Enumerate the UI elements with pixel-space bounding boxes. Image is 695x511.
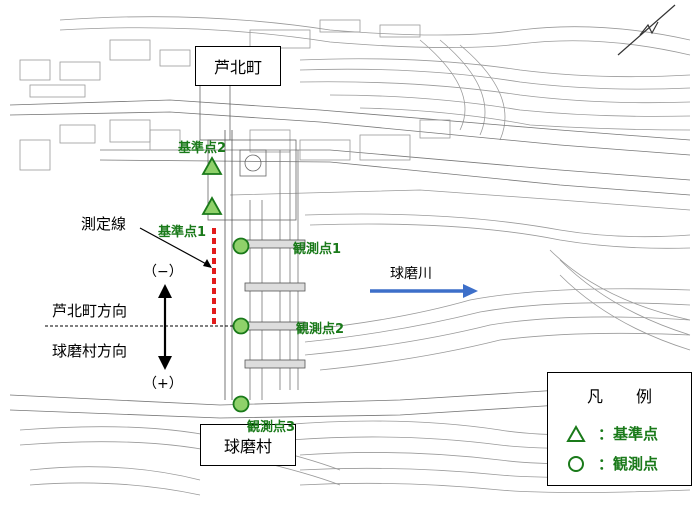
observation-point-3-marker [232, 395, 250, 413]
measurement-line-label: 測定線 [81, 215, 127, 233]
reference-point-2-marker [201, 156, 223, 175]
measurement-line-leader [139, 227, 211, 267]
ashikita-town-label: 芦北町 [213, 58, 262, 77]
observation-point-2-label: 観測点2 [296, 322, 345, 337]
kuma-direction-label: 球磨村方向 [52, 342, 128, 360]
minus-direction-label: （−） [143, 264, 183, 280]
arrow-down-icon [158, 356, 172, 370]
legend-box: 凡 例 ：基準点 ：観測点 [547, 372, 692, 486]
north-arrow-icon [617, 4, 676, 56]
observation-point-2-marker [232, 317, 250, 335]
legend-row-reference: ：基準点 [566, 423, 658, 444]
legend-reference-label: ：基準点 [598, 425, 659, 443]
arrow-up-icon [158, 284, 172, 298]
observation-point-1-label: 観測点1 [293, 242, 342, 257]
reference-point-2-label: 基準点2 [178, 141, 227, 156]
kuma-village-box: 球磨村 [200, 424, 296, 466]
legend-row-observation: ：観測点 [566, 453, 658, 474]
observation-point-1-marker [232, 237, 250, 255]
reference-point-1-label: 基準点1 [158, 225, 207, 240]
ashikita-direction-label: 芦北町方向 [52, 302, 128, 320]
triangle-icon [566, 424, 586, 442]
observation-point-3-label: 観測点3 [247, 420, 296, 435]
legend-observation-label: ：観測点 [598, 455, 659, 473]
legend-title: 凡 例 [586, 387, 667, 406]
circle-icon [568, 455, 584, 472]
kuma-village-label: 球磨村 [223, 437, 272, 456]
reference-point-1-marker [201, 196, 223, 215]
kuma-river-label: 球磨川 [390, 266, 432, 282]
river-arrow-head-icon [463, 284, 478, 298]
ashikita-town-box: 芦北町 [195, 46, 281, 86]
plus-direction-label: （+） [143, 376, 183, 392]
